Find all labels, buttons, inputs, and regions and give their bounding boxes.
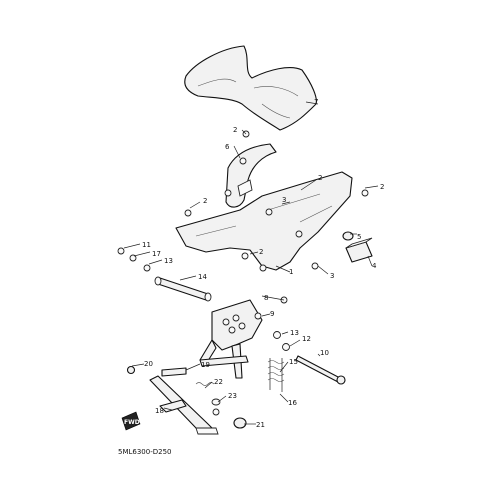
leader-lines [123, 101, 379, 425]
callout-13: 13 [290, 329, 299, 337]
callout-7: 7 [314, 98, 318, 106]
callout-12: 12 [302, 335, 311, 343]
callout-1: 1 [289, 268, 293, 276]
forward-direction-badge: FWD [121, 411, 141, 431]
callout-5: 5 [357, 233, 361, 241]
callout-4: 4 [372, 262, 377, 270]
callout-10: 10 [320, 349, 329, 357]
callout-labels: 7 2 6 2 3 2 2 5 4 11 17 13 2 1 3 14 9 8 … [142, 98, 384, 429]
callout-2: 2 [259, 248, 263, 256]
callout-23: 23 [228, 392, 237, 400]
callout-14: 14 [198, 273, 207, 281]
rubber-block-part [345, 237, 373, 263]
callout-3: 3 [282, 196, 286, 204]
callout-17: 17 [152, 250, 161, 258]
step-plate-part [175, 171, 353, 271]
diagram-code: 5ML6300-D250 [118, 448, 171, 456]
fasteners [117, 130, 369, 351]
callout-2: 2 [318, 174, 322, 182]
callout-16: 16 [288, 399, 297, 407]
damper-part [342, 231, 354, 241]
callout-8: 8 [264, 294, 268, 302]
cap-part [233, 417, 247, 429]
callout-15: 15 [289, 358, 298, 366]
callout-22: 22 [214, 378, 223, 386]
long-bolt-part [295, 355, 346, 385]
footrest-cover-part [184, 45, 317, 131]
callout-6: 6 [225, 143, 230, 151]
callout-2: 2 [233, 126, 237, 134]
side-stand-hardware [126, 365, 221, 416]
upper-bracket-part [225, 143, 277, 208]
callout-19: 19 [201, 361, 210, 369]
callout-13: 13 [164, 257, 173, 265]
callout-18: 18 [155, 407, 164, 415]
main-stand-part [199, 299, 263, 379]
callout-2: 2 [380, 183, 384, 191]
callout-3: 3 [330, 272, 334, 280]
spring-part [267, 358, 285, 392]
callout-9: 9 [270, 310, 274, 318]
callout-21: 21 [256, 421, 265, 429]
shaft-part [154, 276, 212, 302]
side-stand-part [149, 375, 219, 435]
direction-badge-label: FWD [124, 419, 140, 426]
callout-11: 11 [142, 241, 151, 249]
callout-2: 2 [203, 197, 207, 205]
callout-20: 20 [144, 360, 153, 368]
